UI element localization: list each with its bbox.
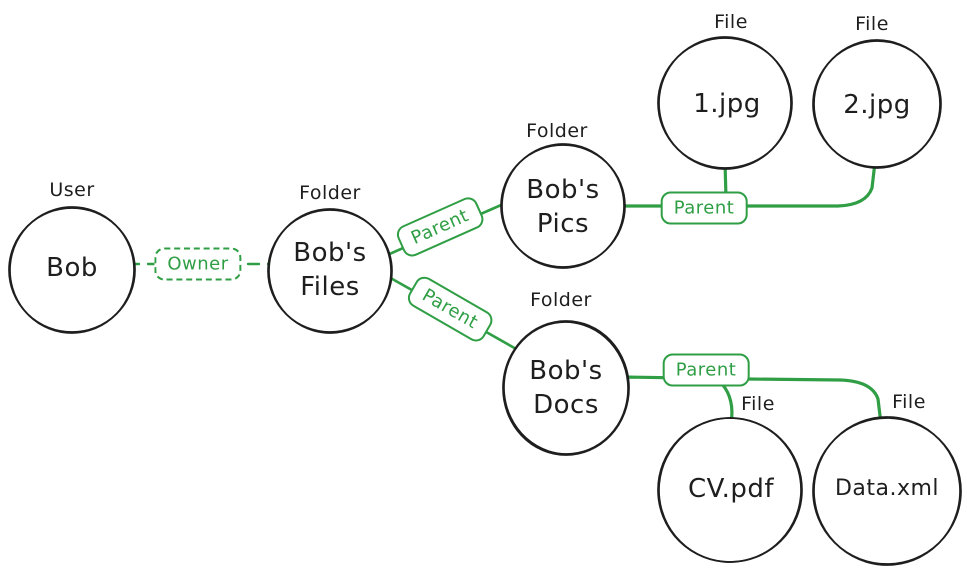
node-circle-bobs-pics xyxy=(500,143,626,269)
node-type-label-bobs-files: Folder xyxy=(299,182,361,204)
edge-label-parent-docs-files: Parent xyxy=(662,353,750,387)
edge-pics-children-line xyxy=(614,160,877,208)
node-label-line: Files xyxy=(300,272,360,302)
node-label-bobs-files: Bob's Files xyxy=(293,236,366,304)
node-type-label-1jpg: File xyxy=(714,11,748,33)
node-circle-bob xyxy=(8,206,136,334)
node-type-label-cvpdf: File xyxy=(741,393,775,415)
edge-label-owner: Owner xyxy=(154,247,242,281)
node-label-dataxml: Data.xml xyxy=(834,476,940,501)
node-label-line: Pics xyxy=(536,209,590,239)
node-circle-2jpg xyxy=(812,39,942,169)
node-label-cvpdf: CV.pdf xyxy=(687,474,775,504)
node-label-line: Bob's xyxy=(526,175,600,205)
node-label-bobs-pics: Bob's Pics xyxy=(526,173,599,241)
node-type-label-2jpg: File xyxy=(855,13,889,35)
node-label-line: Bob's xyxy=(529,356,603,386)
node-type-label-bobs-docs: Folder xyxy=(530,289,592,311)
node-type-label-dataxml: File xyxy=(892,391,926,413)
node-label-bob: Bob xyxy=(46,253,98,283)
node-circle-dataxml xyxy=(812,416,962,566)
node-type-label-user: User xyxy=(49,179,95,201)
node-label-bobs-docs: Bob's Docs xyxy=(529,354,602,422)
edge-docs-children-line xyxy=(620,375,883,426)
node-circle-1jpg xyxy=(657,36,793,170)
node-circle-cvpdf xyxy=(657,417,803,563)
edge-label-parent-pics-files: Parent xyxy=(660,191,748,225)
node-type-label-bobs-pics: Folder xyxy=(526,120,588,142)
node-label-1jpg: 1.jpg xyxy=(693,89,761,119)
node-circle-bobs-files xyxy=(267,208,393,334)
node-circle-bobs-docs xyxy=(502,320,630,456)
node-label-line: Bob's xyxy=(293,238,367,268)
node-label-2jpg: 2.jpg xyxy=(843,90,911,120)
node-label-line: Docs xyxy=(533,390,599,420)
